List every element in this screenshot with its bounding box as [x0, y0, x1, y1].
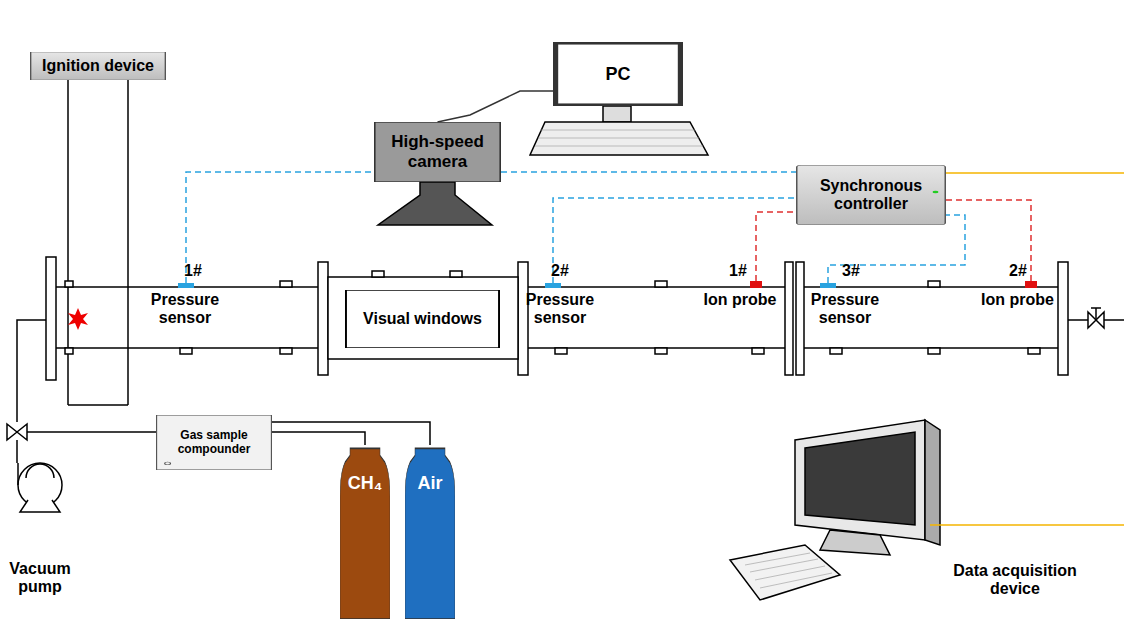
node-text: Synchronous controller [796, 177, 946, 214]
part-label: Pressure sensor [790, 291, 900, 328]
part-label: Ion probe [695, 291, 785, 309]
node-outline [405, 445, 455, 619]
node-text: High-speed camera [374, 132, 501, 171]
part-label: Data acquisition device [940, 562, 1090, 599]
part-label: 1# [178, 262, 208, 280]
part-label: Vacuum pump [0, 560, 80, 597]
pc-monitor: PC [553, 42, 683, 106]
node-text: Visual windows [363, 310, 482, 328]
node-text: Air [417, 473, 442, 494]
part-label: 1# [723, 262, 753, 280]
node-text: Ignition device [42, 57, 154, 75]
node-text: CH₄ [348, 473, 383, 494]
visual-window: Visual windows [345, 290, 500, 348]
synchronous-controller: Synchronous controller [796, 165, 946, 225]
gas-cylinder: Air [405, 445, 455, 619]
node-text: Gas sample compounder [156, 429, 272, 457]
part-label: Pressure sensor [505, 291, 615, 328]
part-label: Pressure sensor [130, 291, 240, 328]
gas-compounder: Gas sample compounder [156, 415, 272, 470]
part-label: 2# [1003, 262, 1033, 280]
part-label: 2# [545, 262, 575, 280]
gas-cylinder: CH₄ [340, 445, 390, 619]
part-label: 3# [836, 262, 866, 280]
high-speed-camera: High-speed camera [374, 122, 501, 182]
ignition-device: Ignition device [30, 52, 166, 80]
connector [501, 171, 796, 173]
connector [438, 91, 554, 122]
part-label: Ion probe [975, 291, 1060, 309]
connector [272, 422, 430, 445]
node-text: PC [605, 64, 630, 85]
node-outline [340, 445, 390, 619]
connector [272, 432, 365, 445]
